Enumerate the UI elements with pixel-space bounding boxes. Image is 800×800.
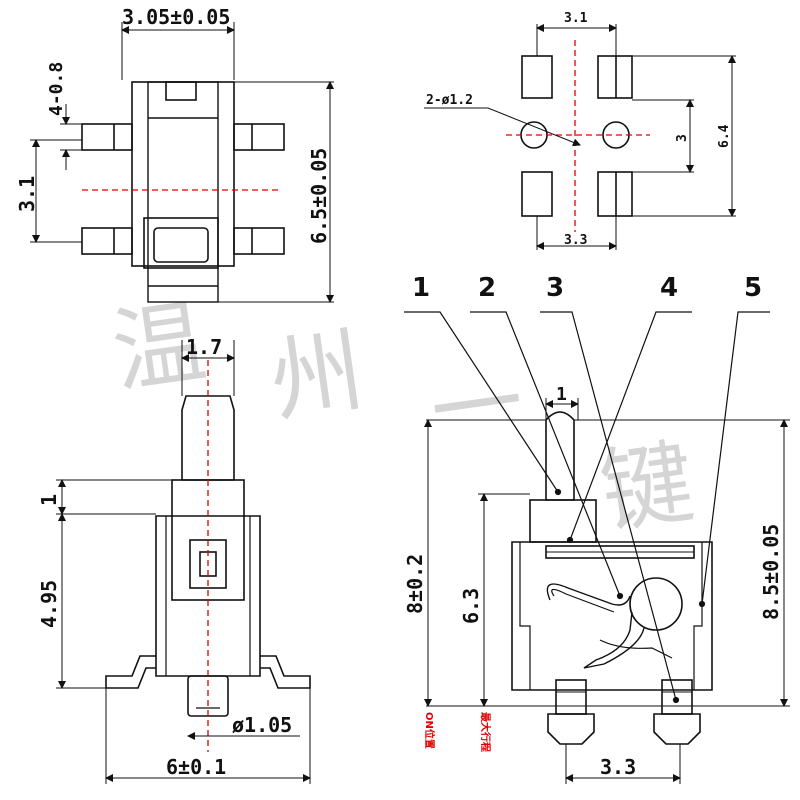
watermark-char-4: 键 [594,428,700,547]
callout-leader-3 [540,311,677,701]
top-view-pad-tl [81,123,133,151]
callout-5: 5 [744,273,762,303]
side-view-stroke-dim: 1 [37,494,61,506]
top-view-inner-body [147,81,219,303]
callout-leader-4 [569,311,692,541]
pad-layout-right-pitch-dim: 3 [675,134,690,142]
section-view-pin-left [547,713,595,745]
section-view-actuator-dim: 1 [556,384,567,405]
section-view-total-height-dim: 8.5±0.05 [759,524,783,620]
top-view-pitch-dim: 3.1 [15,176,39,212]
pad-layout-dimensions [424,24,736,250]
section-view-spring [546,583,631,606]
callout-1: 1 [412,273,430,303]
top-view [30,22,334,303]
callout-leader-1 [404,311,559,493]
side-view-housing [155,515,261,677]
top-view-height-dim: 6.5±0.05 [307,148,331,244]
side-view-width-dim: 6±0.1 [166,755,226,779]
callout-2: 2 [478,273,496,303]
section-view-callout-leaders [404,311,770,704]
watermark-char-3: 一 [424,348,530,467]
section-view-free-height-dim: 8±0.2 [403,554,427,614]
pad-layout-pad-bl [521,171,553,217]
section-view-terminal-left [555,679,587,715]
section-view-housing [511,541,713,691]
top-view-dimensions [32,26,334,303]
top-view-pad-bl [81,227,133,255]
top-view-width-dim: 3.05±0.05 [122,5,230,29]
section-view-dimensions [424,400,788,782]
watermark: 温 州 一 键 [106,288,700,547]
top-view-actuator [153,227,209,263]
side-view-post-dim: ø1.05 [232,713,292,737]
side-view-right-terminal [260,655,311,689]
side-view-left-terminal [105,655,156,689]
pad-layout-hole-dim: 2-ø1.2 [426,93,473,108]
side-view-actuator [181,395,235,481]
pad-layout-pad-tr [597,55,633,99]
label-max-travel: 最大行程 [479,712,492,752]
label-on-position: ON位置 [423,712,436,749]
pad-layout [520,24,736,250]
section-view-operating-height-dim: 6.3 [459,588,483,624]
side-view-height-dim: 4.95 [37,580,61,628]
pad-layout-bottom-dim: 3.3 [564,233,587,248]
top-view-pad-dim: 4-0.8 [46,62,67,116]
pad-layout-centerlines [506,40,650,232]
callout-4: 4 [660,273,678,303]
watermark-char-1: 温 [106,288,212,407]
section-view-spring-coil [629,577,683,631]
section-view-pin-pitch-dim: 3.3 [600,755,636,779]
section-view-plunger [529,499,597,543]
top-view-top-notch [165,81,197,101]
callout-3: 3 [546,273,564,303]
top-view-pad-br [233,227,285,255]
side-view-top-dim: 1.7 [186,335,222,359]
section-view-terminal-right [661,679,693,715]
pad-layout-pad-tl [521,55,553,99]
callout-leader-5 [701,311,770,605]
pad-layout-pad-br [597,171,633,217]
callout-leader-2 [470,311,621,597]
pad-layout-height-dim: 6.4 [717,124,732,148]
section-view-pin-right [653,713,701,745]
top-view-actuator-frame [143,217,219,269]
side-view-dimensions [58,354,311,782]
section-view-actuator-tip [545,411,575,501]
pad-layout-top-dim: 3.1 [564,11,588,26]
pad-layout-hole-left [520,121,548,149]
watermark-char-2: 州 [264,317,370,436]
top-view-pad-tr [233,123,285,151]
